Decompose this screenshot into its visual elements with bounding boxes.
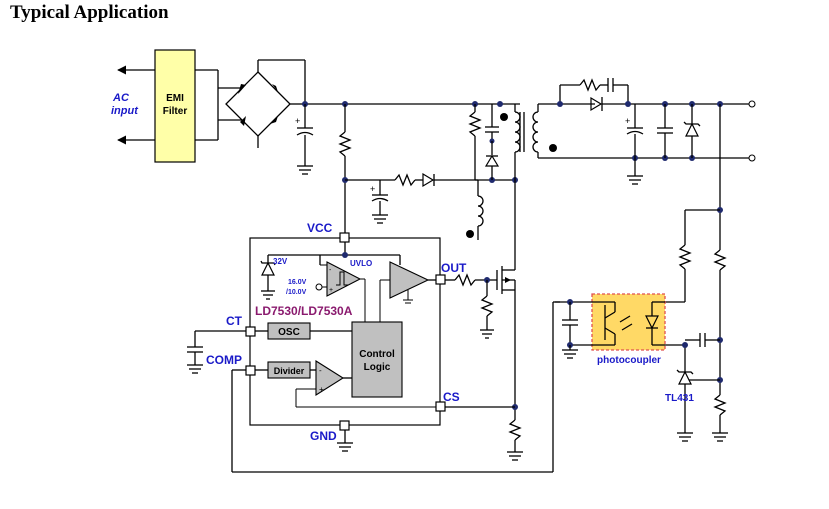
bulk-capacitor: + xyxy=(295,101,520,175)
bridge-rectifier xyxy=(218,59,306,148)
tl431-label: TL431 xyxy=(665,393,694,404)
cs-pin-label: CS xyxy=(443,390,460,404)
mosfet-drive xyxy=(445,262,523,461)
osc-label: OSC xyxy=(278,327,300,338)
emi-label: EMI xyxy=(166,93,184,104)
photocoupler-label: photocoupler xyxy=(597,355,661,366)
svg-text:+: + xyxy=(625,116,630,126)
tl431: TL431 xyxy=(665,333,720,442)
out-pin-label: OUT xyxy=(441,261,467,275)
vcc-pin-label: VCC xyxy=(307,221,333,235)
uvlo-threshold-high: 16.0V xyxy=(288,279,307,286)
comp-pin-label: COMP xyxy=(206,353,242,367)
ct-pin-label: CT xyxy=(226,314,243,328)
logic-label: Logic xyxy=(364,362,391,373)
transformer xyxy=(468,101,557,262)
emi-filter: EMI Filter xyxy=(154,49,219,163)
input-label: input xyxy=(111,105,139,117)
svg-text:-: - xyxy=(319,366,322,375)
ac-input: AC input xyxy=(111,65,155,145)
control-label: Control xyxy=(359,349,395,360)
svg-text:+: + xyxy=(329,287,333,294)
gnd-pin-label: GND xyxy=(310,429,337,443)
svg-text:+: + xyxy=(319,385,324,394)
divider-label: Divider xyxy=(274,366,305,376)
svg-text:-: - xyxy=(329,267,332,274)
photocoupler: photocoupler xyxy=(555,293,685,366)
ac-label: AC xyxy=(112,92,130,104)
secondary-output: + xyxy=(538,78,756,442)
svg-text:+: + xyxy=(370,184,375,194)
page-title: Typical Application xyxy=(10,2,169,23)
vcc-aux-supply: + xyxy=(345,172,484,240)
chip-label: LD7530/LD7530A xyxy=(255,304,353,318)
startup-resistor xyxy=(338,101,352,235)
uvlo-threshold-low: /10.0V xyxy=(286,289,307,296)
ic-ld7530: LD7530/LD7530A VCC OUT CT COMP CS GND xyxy=(206,221,560,473)
uvlo-label: UVLO xyxy=(350,259,372,268)
svg-text:+: + xyxy=(295,116,300,126)
filter-label: Filter xyxy=(163,106,188,117)
zener-label: 32V xyxy=(273,257,288,266)
ct-capacitor xyxy=(187,330,246,374)
